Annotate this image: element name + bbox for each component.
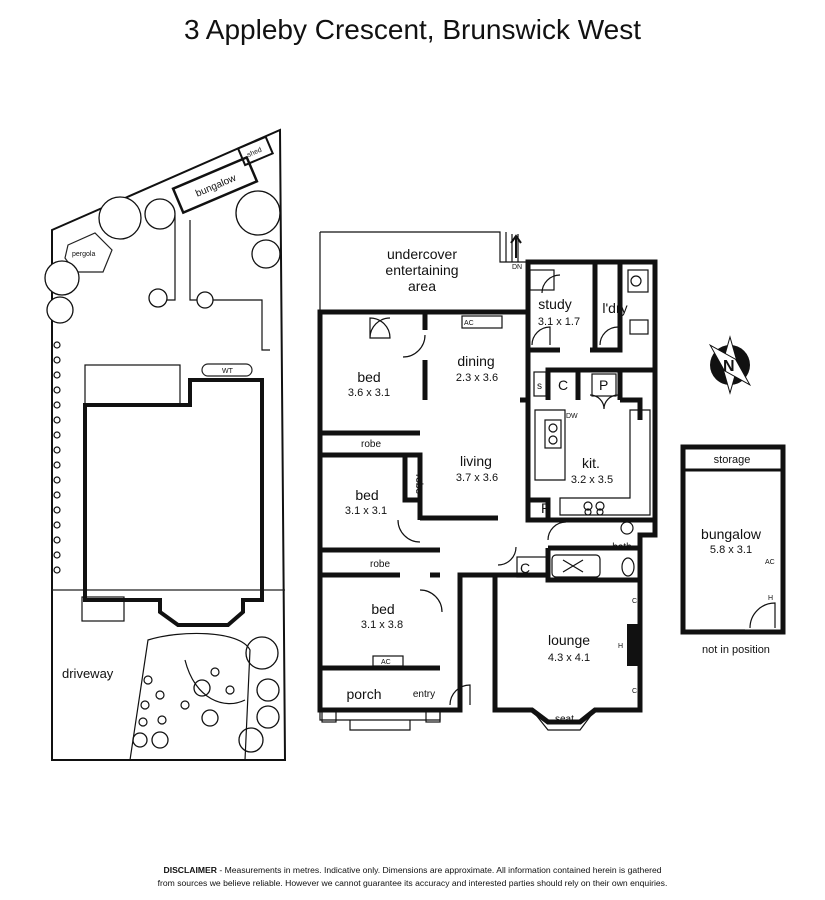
page-title: 3 Appleby Crescent, Brunswick West: [183, 14, 641, 45]
kitchen-island: [534, 409, 566, 481]
fireplace: [627, 624, 640, 666]
north-label: N: [723, 358, 735, 375]
bed2-label: bed: [355, 487, 378, 503]
bungalow-dims: 5.8 x 3.1: [710, 544, 752, 556]
compass-rose: N: [708, 335, 752, 395]
study-window: [541, 274, 561, 294]
site-plan: WT bungalow shed pergola: [44, 128, 287, 761]
bungalow-plan: storage bungalow 5.8 x 3.1 AC H not in p…: [680, 444, 786, 656]
kitchen-label: kit.: [582, 455, 600, 471]
disclaimer: DISCLAIMER - Measurements in metres. Ind…: [0, 864, 825, 890]
house-footprint: [83, 378, 264, 627]
garden-bed: [129, 632, 251, 761]
living-dims: 3.7 x 3.6: [456, 472, 498, 484]
pergola-label: pergola: [72, 251, 95, 258]
bed1-dims: 3.6 x 3.1: [348, 387, 390, 399]
kitchen-bench: [559, 409, 651, 516]
bath-door: [547, 521, 567, 541]
laundry-door: [599, 326, 619, 346]
bed2-dims: 3.1 x 3.1: [345, 505, 387, 517]
heater-label: H: [618, 643, 623, 650]
ac-lower-label: AC: [381, 659, 391, 666]
bed1-label: bed: [357, 369, 380, 385]
not-in-position: not in position: [702, 644, 770, 656]
trees: [44, 190, 281, 753]
main-floor-plan: DN undercover entertaining area: [317, 231, 658, 731]
shed-label: shed: [246, 147, 263, 159]
disclaimer-label: DISCLAIMER: [163, 865, 217, 875]
r-label: R: [541, 500, 551, 516]
robe1-label: robe: [361, 439, 381, 450]
study-dims: 3.1 x 1.7: [538, 316, 580, 328]
lounge-c2: C: [632, 688, 637, 695]
water-tank: [201, 363, 253, 377]
storage-label: storage: [714, 454, 751, 466]
ac-label: AC: [464, 320, 474, 327]
driveway-label: driveway: [62, 666, 114, 681]
outer-walls: [317, 259, 658, 725]
disclaimer-line-1: - Measurements in metres. Indicative onl…: [216, 865, 662, 875]
toilet: [621, 557, 635, 577]
rear-deck: [84, 364, 181, 406]
bed3-dims: 3.1 x 3.8: [361, 619, 403, 631]
front-porch: [81, 596, 125, 622]
bath-c-label: C: [520, 560, 530, 576]
kitchen-dims: 3.2 x 3.5: [571, 474, 613, 486]
lounge-door: [497, 546, 517, 566]
bath-cupboard: [516, 556, 548, 578]
porch-label: porch: [346, 686, 381, 702]
study-door: [531, 326, 551, 346]
living-label: living: [460, 453, 492, 469]
entry-label: entry: [413, 689, 435, 700]
robe3-label: robe: [370, 559, 390, 570]
pantry-doors: [589, 394, 619, 410]
lounge-dims: 4.3 x 4.1: [548, 652, 590, 664]
cupboard-label: C: [558, 377, 568, 393]
stair-arrow: [510, 234, 522, 258]
bathtub: [551, 554, 601, 578]
bed3-door: [419, 589, 443, 613]
pantry-label: P: [599, 377, 608, 393]
lounge-label: lounge: [548, 632, 590, 648]
laundry-tub: [627, 269, 649, 293]
entertaining-label-2: entertaining: [385, 262, 458, 278]
lounge-c1: C: [632, 598, 637, 605]
site-boundary: [51, 128, 287, 761]
disclaimer-line-2: from sources we believe reliable. Howeve…: [157, 878, 668, 888]
shrub-dots: [138, 667, 235, 727]
basin: [620, 521, 634, 535]
bungalow-door: [749, 602, 776, 629]
bed2-door: [397, 519, 421, 543]
bed1-door: [369, 317, 391, 339]
hedge-dots: [53, 341, 61, 574]
entertaining-label-3: area: [408, 278, 436, 294]
entry-door: [449, 684, 471, 706]
dw-label: DW: [566, 413, 578, 420]
entertaining-label-1: undercover: [387, 246, 457, 262]
dining-dims: 2.3 x 3.6: [456, 372, 498, 384]
bath-label: bath: [612, 542, 631, 553]
pergola-shape: [64, 232, 113, 273]
bungalow-name: bungalow: [701, 526, 762, 542]
site-shed: shed: [236, 135, 275, 167]
dn-label: DN: [512, 264, 522, 271]
dining-label: dining: [457, 353, 494, 369]
bungalow-ac: AC: [765, 559, 775, 566]
seat-label: seat: [555, 714, 574, 725]
laundry-label: l'dry: [602, 300, 627, 316]
bungalow-heater: H: [768, 595, 773, 602]
robe2-label: robe: [413, 474, 424, 494]
bed3-label: bed: [371, 601, 394, 617]
study-label: study: [538, 296, 571, 312]
wt-label: WT: [222, 368, 234, 375]
s-label: s: [537, 381, 542, 392]
dining-door: [402, 334, 426, 358]
